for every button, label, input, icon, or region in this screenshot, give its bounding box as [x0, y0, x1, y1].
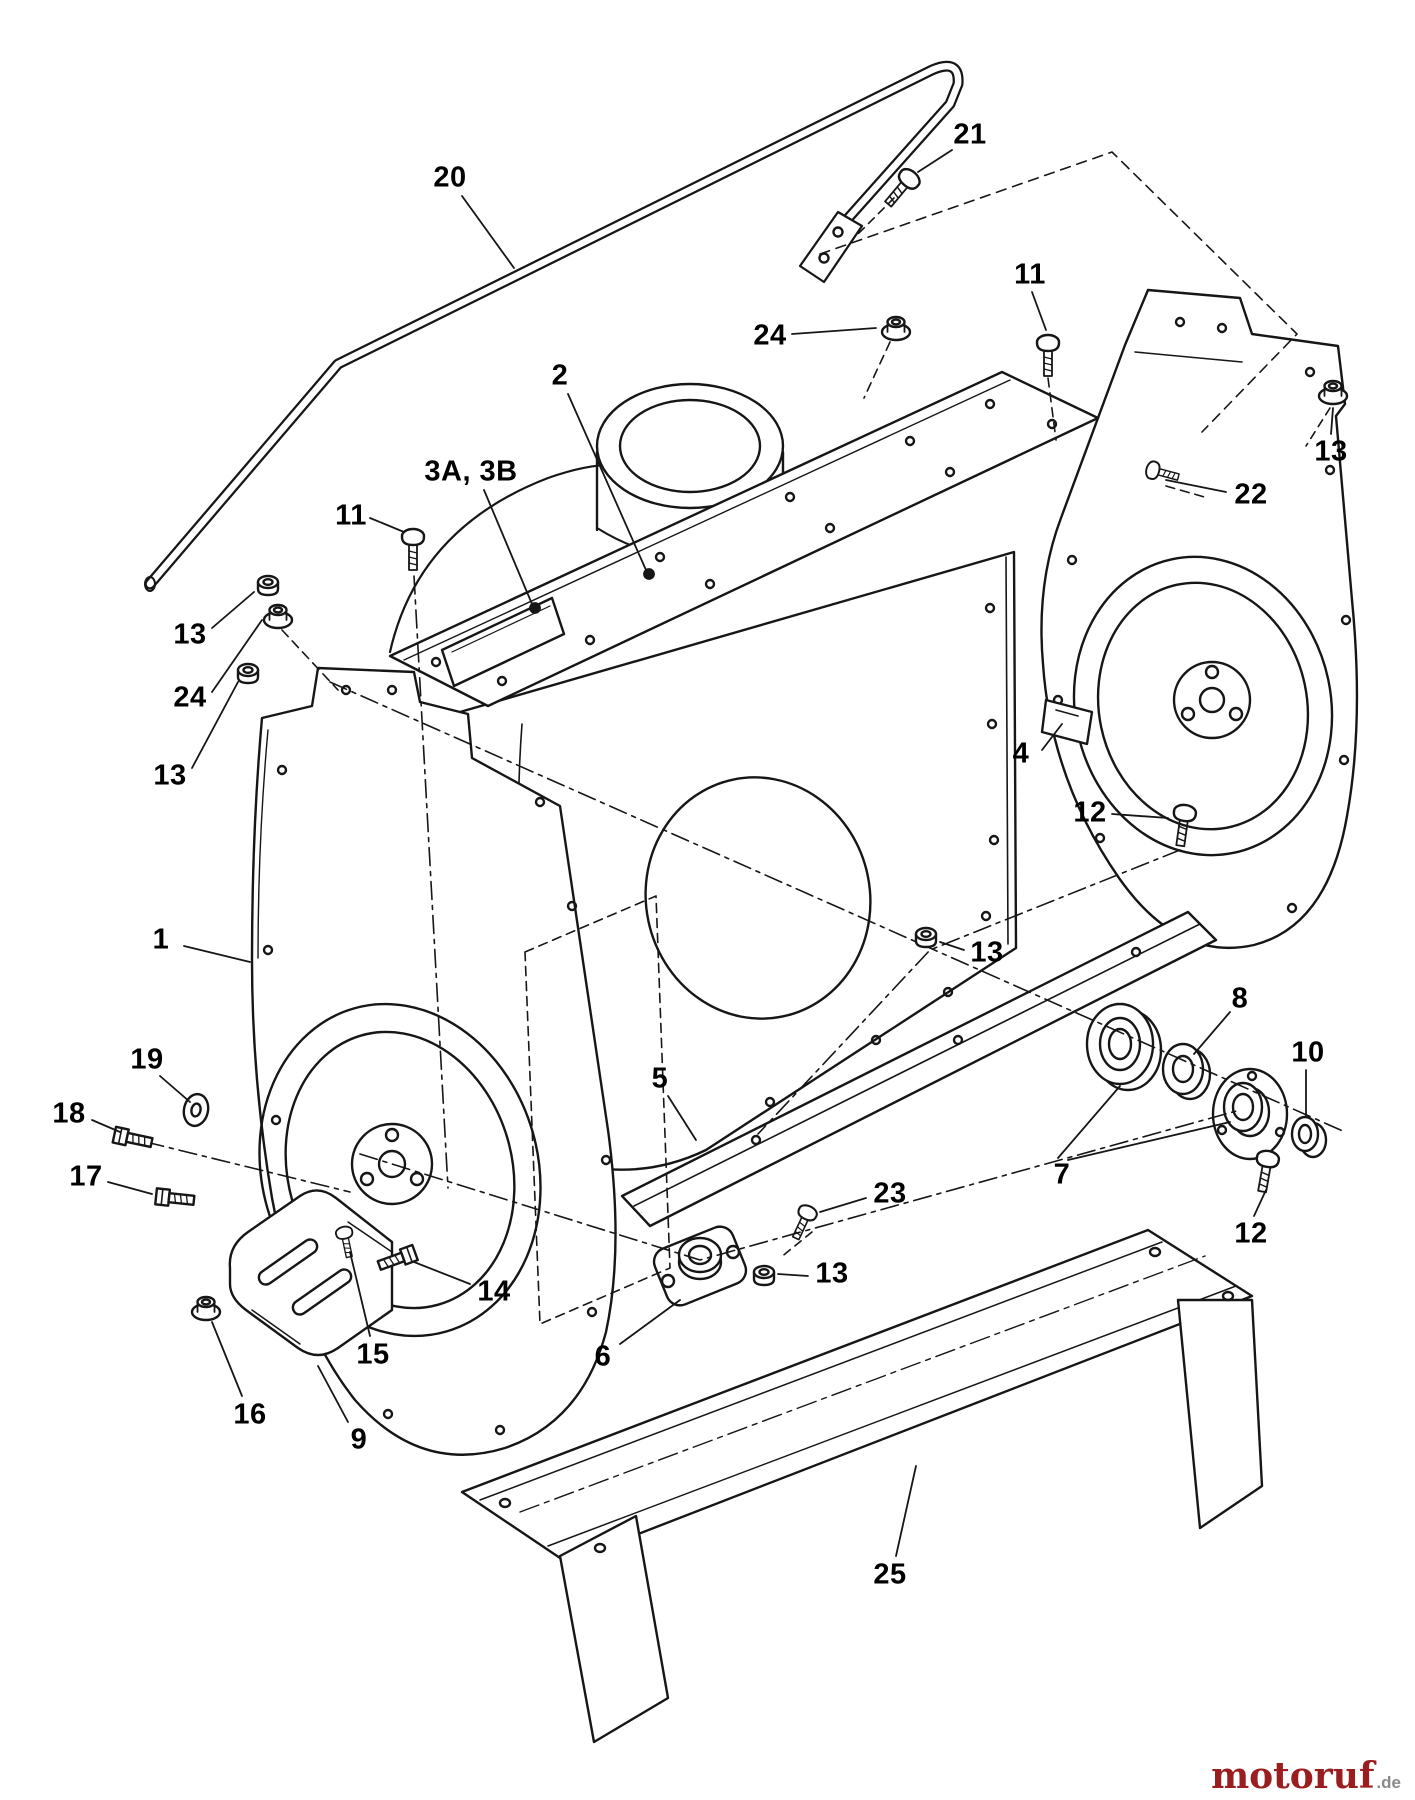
fastener-24-nut-a [880, 315, 912, 342]
callout-13e: 13 [815, 1257, 849, 1290]
fastener-13-nut-e [752, 1264, 776, 1287]
callout-12a: 12 [1073, 796, 1107, 829]
fastener-13-nut-c [236, 662, 260, 685]
fastener-18-bolt [111, 1125, 155, 1152]
callout-20: 20 [433, 161, 467, 194]
callout-8: 8 [1231, 982, 1249, 1015]
callout-3ab: 3A, 3B [424, 455, 518, 488]
callout-13a: 13 [1314, 435, 1348, 468]
callout-22: 22 [1234, 478, 1268, 511]
callout-14: 14 [477, 1275, 511, 1308]
part-2-blower-housing [388, 370, 1100, 1171]
callout-11b: 11 [335, 499, 367, 532]
part-6-flange-bearing [652, 1225, 748, 1307]
callout-7: 7 [1053, 1158, 1071, 1191]
callout-21: 21 [953, 118, 987, 151]
fastener-16-nut [190, 1295, 222, 1322]
alignment-lines [145, 151, 1346, 1325]
callout-24b: 24 [173, 681, 207, 714]
part-7-bearing-retainer-rear [1211, 1067, 1289, 1161]
watermark-brand: motoruf [1211, 1755, 1375, 1797]
fastener-17-bolt [154, 1187, 196, 1210]
callout-23: 23 [873, 1177, 907, 1210]
fastener-24-nut-b [262, 603, 294, 630]
callout-24a: 24 [753, 319, 787, 352]
callout-2: 2 [551, 359, 569, 392]
fastener-13-nut-d [914, 926, 938, 949]
callout-4: 4 [1012, 737, 1030, 770]
callout-5: 5 [651, 1062, 669, 1095]
callout-15: 15 [356, 1338, 390, 1371]
callout-9: 9 [350, 1423, 368, 1456]
fastener-23-bolt [786, 1201, 821, 1244]
watermark: motoruf.de [1211, 1758, 1401, 1794]
part-4-side-panel-right [1040, 288, 1359, 949]
leader-lines [91, 149, 1334, 1557]
callout-10: 10 [1291, 1036, 1325, 1069]
callout-25: 25 [873, 1558, 907, 1591]
callout-16: 16 [233, 1398, 267, 1431]
callout-1: 1 [152, 923, 170, 956]
watermark-suffix: .de [1376, 1773, 1401, 1792]
fastener-11-screw-left [400, 527, 426, 572]
part-10-bearing-cap [1290, 1115, 1328, 1159]
part-20-chute-control-rod [144, 60, 964, 592]
part-7-bearing-retainer-front [1085, 1002, 1163, 1092]
callout-13c: 13 [153, 759, 187, 792]
callout-12b: 12 [1234, 1217, 1268, 1250]
part-8-bearing [1161, 1042, 1212, 1101]
callout-19: 19 [130, 1043, 164, 1076]
callout-17: 17 [69, 1160, 103, 1193]
callout-11a: 11 [1014, 258, 1046, 291]
part-25-deflector-panel [460, 1228, 1264, 1744]
fastener-13-nut-b [256, 574, 280, 597]
part-3ab-decal-plate [440, 596, 566, 688]
fastener-11-screw-right [1035, 333, 1061, 378]
callout-13d: 13 [970, 936, 1004, 969]
callout-6: 6 [594, 1340, 612, 1373]
part-5-scraper-bar [620, 910, 1218, 1228]
callout-13b: 13 [173, 618, 207, 651]
callout-18: 18 [52, 1097, 86, 1130]
